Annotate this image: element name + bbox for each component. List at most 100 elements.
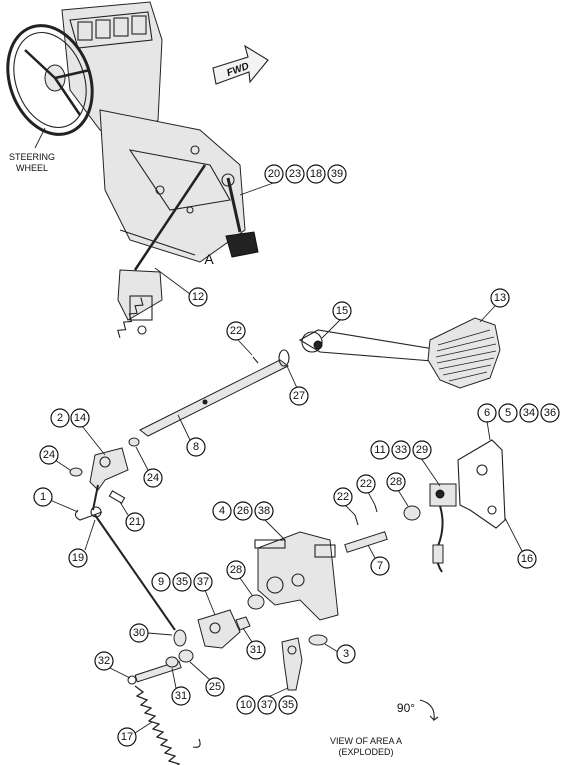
pedal-bracket — [254, 531, 339, 621]
callout-22b-group: 22 — [333, 487, 356, 516]
callout-30-group: 30 — [129, 623, 173, 643]
washer-24a — [69, 467, 83, 477]
callout-15-group: 15 — [321, 301, 352, 339]
callout-28b-group: 28 — [226, 560, 253, 596]
callout-28a-group: 28 — [386, 472, 409, 507]
brake-pedal — [298, 317, 501, 389]
callout-16-group: 16 — [504, 517, 537, 569]
pin-21 — [108, 490, 126, 504]
callout-6: 6 — [484, 407, 490, 419]
callout-15: 15 — [336, 305, 348, 317]
callout-35b: 35 — [282, 699, 294, 711]
callout-25-group: 25 — [189, 661, 225, 697]
callout-group-20-23-18-39: 20 23 18 39 — [239, 164, 347, 196]
callout-39: 39 — [331, 168, 343, 180]
callout-36: 36 — [544, 407, 556, 419]
bushing-28a — [403, 505, 421, 521]
brake-switch — [429, 483, 457, 573]
callout-22c: 22 — [360, 478, 372, 490]
pin-22c — [374, 504, 378, 513]
pivot-pin-7 — [344, 531, 388, 553]
callout-13-group: 13 — [479, 288, 510, 323]
callout-19-group: 19 — [68, 519, 96, 568]
callout-24a-group: 24 — [39, 445, 71, 471]
area-label: A — [204, 251, 214, 267]
rotation-label: 90° — [397, 701, 415, 715]
callout-group-4-26-38: 4 26 38 — [212, 501, 286, 541]
callout-24a: 24 — [43, 449, 55, 461]
callout-26: 26 — [237, 505, 249, 517]
callout-27-group: 27 — [286, 365, 309, 406]
steering-wheel-label-2: WHEEL — [16, 163, 48, 173]
nut-25 — [178, 649, 194, 663]
callout-35a: 35 — [176, 576, 188, 588]
rotation-arrow-icon — [419, 699, 439, 722]
callout-27: 27 — [293, 390, 305, 402]
brake-pedal-small — [221, 173, 259, 258]
switch-bracket — [457, 439, 506, 529]
bushing-28b — [247, 594, 265, 610]
fwd-arrow-icon: FWD — [212, 44, 269, 85]
pin-22a — [252, 356, 259, 364]
callout-31a-group: 31 — [242, 627, 266, 660]
callout-17: 17 — [121, 731, 133, 743]
lower-lever — [197, 609, 241, 649]
nut-31a — [235, 616, 251, 631]
view-label: VIEW OF AREA A — [330, 736, 402, 746]
view-label-2: (EXPLODED) — [338, 747, 393, 757]
callout-25: 25 — [209, 681, 221, 693]
washer-27 — [278, 349, 290, 367]
callout-1-group: 1 — [33, 487, 79, 513]
nut-31b — [165, 656, 179, 668]
callout-31b-group: 31 — [171, 667, 191, 706]
pin-22b — [354, 514, 359, 526]
callout-4: 4 — [219, 505, 225, 517]
callout-12-group: 12 — [154, 267, 208, 307]
callout-20: 20 — [268, 168, 280, 180]
adjuster-lever — [281, 637, 303, 691]
callout-31a: 31 — [250, 644, 262, 656]
callout-28b: 28 — [230, 564, 242, 576]
callout-23: 23 — [289, 168, 301, 180]
lever-arm — [89, 447, 129, 511]
callout-2: 2 — [57, 412, 63, 424]
callout-29: 29 — [416, 444, 428, 456]
callout-3: 3 — [343, 648, 349, 660]
callout-38: 38 — [258, 505, 270, 517]
callout-9: 9 — [158, 576, 164, 588]
callout-32-group: 32 — [94, 651, 131, 679]
callout-34: 34 — [523, 407, 535, 419]
callout-18: 18 — [310, 168, 322, 180]
callout-24b-group: 24 — [135, 446, 163, 488]
callout-17-group: 17 — [117, 721, 153, 747]
steering-wheel-label: STEERING — [9, 152, 55, 162]
upper-linkage — [117, 164, 207, 338]
callout-32: 32 — [98, 655, 110, 667]
callout-31b: 31 — [175, 690, 187, 702]
stop-bolt-3 — [308, 634, 328, 646]
callout-7: 7 — [377, 560, 383, 572]
callout-22a-group: 22 — [226, 321, 253, 356]
callout-21-group: 21 — [119, 501, 145, 532]
callout-14: 14 — [74, 412, 86, 424]
callout-33: 33 — [395, 444, 407, 456]
callout-13: 13 — [494, 292, 506, 304]
callout-10: 10 — [240, 699, 252, 711]
callout-1: 1 — [40, 491, 46, 503]
steering-column-assembly — [61, 1, 246, 263]
callout-37a: 37 — [197, 576, 209, 588]
callout-group-10-37-35: 10 37 35 — [236, 687, 298, 715]
callout-group-9-35-37: 9 35 37 — [151, 572, 216, 616]
callout-7-group: 7 — [367, 544, 390, 576]
callout-8: 8 — [193, 441, 199, 453]
callout-group-2-14: 2 14 — [50, 408, 106, 456]
callout-21: 21 — [129, 516, 141, 528]
callout-22b: 22 — [337, 491, 349, 503]
callout-37b: 37 — [261, 699, 273, 711]
callout-28a: 28 — [390, 476, 402, 488]
callout-group-11-33-29: 11 33 29 — [370, 440, 441, 487]
callout-16: 16 — [521, 553, 533, 565]
steering-wheel — [6, 24, 94, 136]
callout-group-6-5-34-36: 6 5 34 36 — [477, 403, 560, 441]
callout-22a: 22 — [230, 325, 242, 337]
